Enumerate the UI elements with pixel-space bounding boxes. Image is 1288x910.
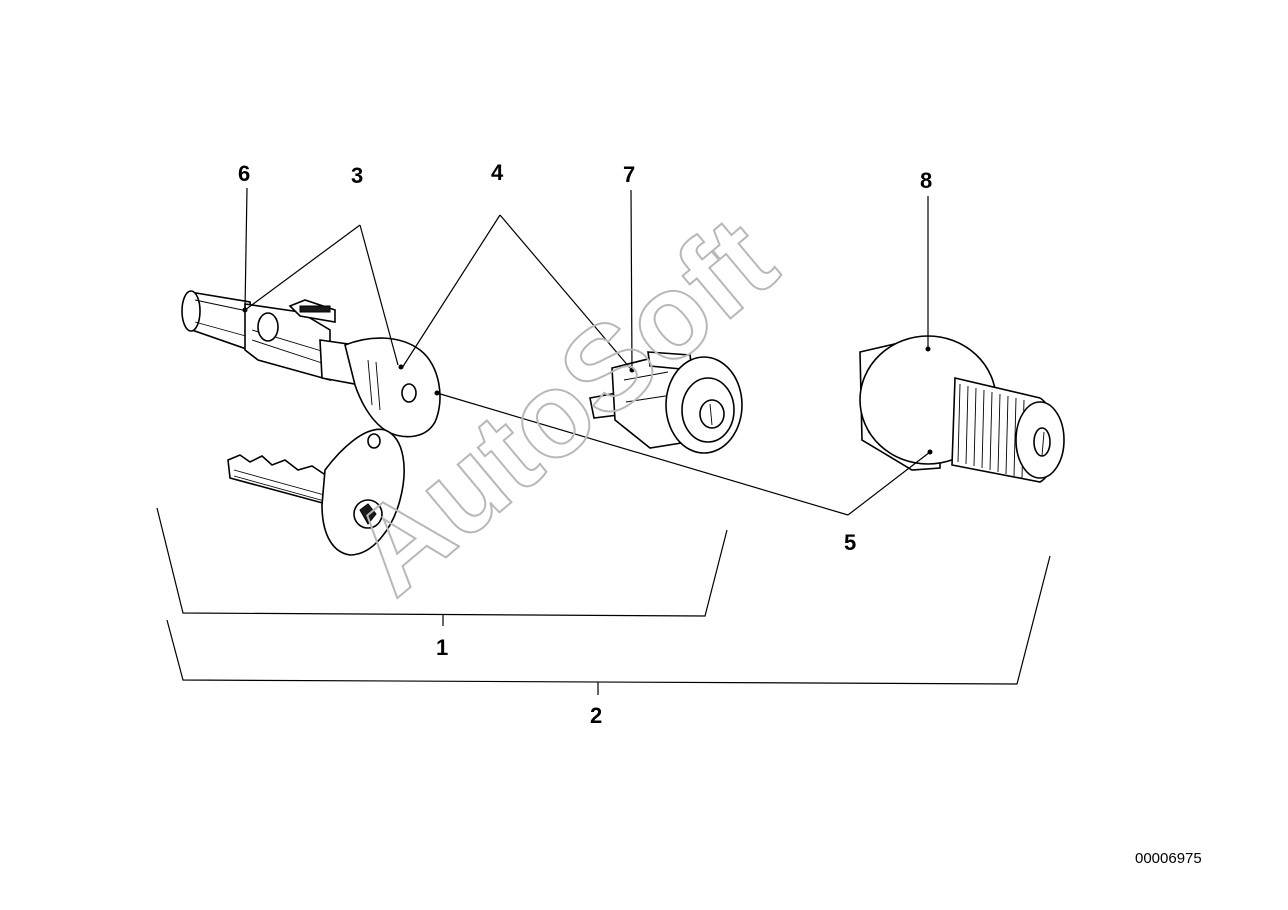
callout-4: 4 — [491, 160, 504, 185]
callout-6: 6 — [238, 161, 250, 186]
lock-cylinder-with-key — [181, 290, 441, 438]
callout-2: 2 — [590, 703, 602, 728]
leader-lines — [156, 187, 1051, 695]
door-lock-cylinder — [589, 351, 743, 454]
tailgate-lock-cylinder — [859, 335, 1065, 483]
callout-7: 7 — [623, 162, 635, 187]
callout-3: 3 — [351, 163, 363, 188]
callout-5: 5 — [844, 530, 856, 555]
callout-8: 8 — [920, 168, 932, 193]
key — [227, 428, 405, 556]
document-number: 00006975 — [1135, 850, 1202, 867]
callout-1: 1 — [436, 635, 448, 660]
